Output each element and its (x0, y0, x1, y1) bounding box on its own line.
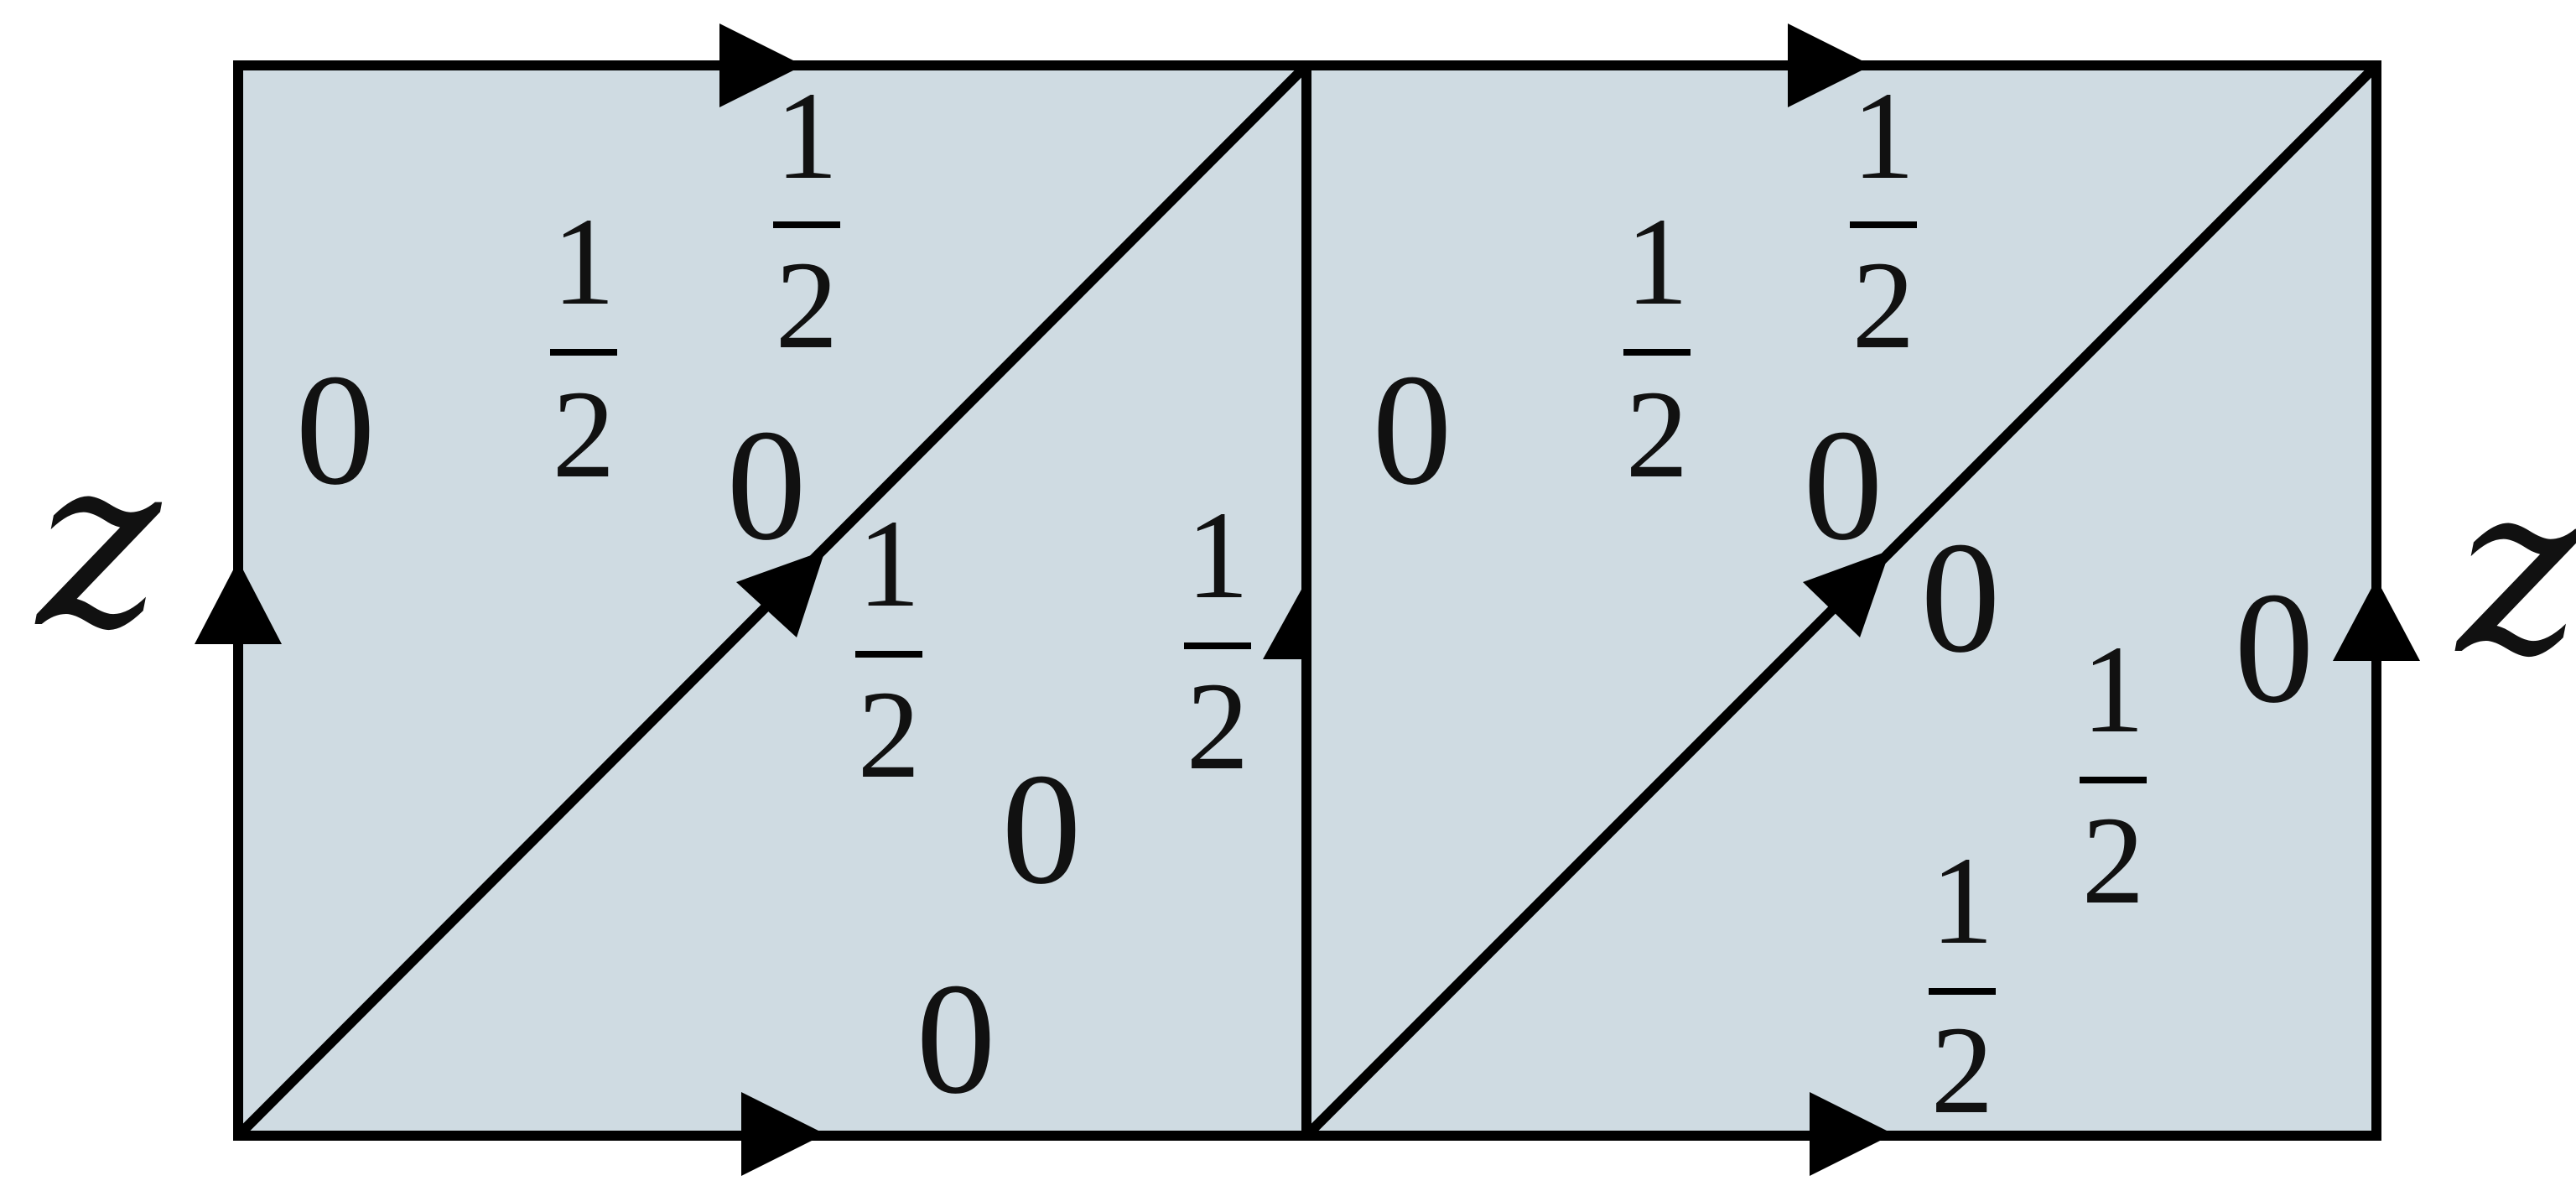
zero-label: 0 (1002, 741, 1082, 918)
half-label: 1 2 (1184, 486, 1251, 796)
zero-label: 0 (2235, 560, 2314, 736)
half-denominator: 2 (1626, 365, 1689, 504)
zero-label: 0 (1921, 510, 2001, 686)
half-numerator: 1 (1931, 831, 1994, 970)
top-right-arrow (1788, 23, 1872, 107)
right-diagonal-arrow (1803, 550, 1890, 637)
half-denominator: 2 (1187, 657, 1249, 796)
half-label: 1 2 (773, 66, 840, 375)
half-denominator: 2 (776, 236, 839, 375)
zero-label: 0 (296, 342, 376, 518)
right-edge-arrow (2333, 579, 2420, 661)
half-label: 1 2 (550, 192, 617, 504)
half-denominator: 2 (1931, 1001, 1994, 1140)
zero-label: 0 (1373, 342, 1452, 518)
half-denominator: 2 (858, 665, 921, 804)
half-numerator: 1 (1852, 66, 1915, 205)
bottom-right-arrow (1810, 1092, 1893, 1176)
side-label-right: z (2454, 434, 2576, 707)
bottom-left-arrow (741, 1092, 825, 1176)
zero-label: 0 (917, 951, 996, 1127)
half-label: 1 2 (1850, 66, 1917, 375)
half-denominator: 2 (553, 365, 615, 504)
half-numerator: 1 (1626, 192, 1689, 331)
half-numerator: 1 (1187, 486, 1249, 625)
middle-edge-arrow (1263, 580, 1306, 659)
top-left-arrow (719, 23, 803, 107)
half-numerator: 1 (858, 494, 921, 633)
side-label-left: z (34, 407, 166, 680)
half-denominator: 2 (1852, 236, 1915, 375)
half-label: 1 2 (1929, 831, 1996, 1140)
zero-label: 0 (1804, 398, 1883, 574)
left-edge-arrow (195, 560, 282, 644)
zero-labels: 0 0 0 0 0 0 0 0 (296, 342, 2314, 1127)
half-label: 1 2 (1623, 192, 1690, 504)
half-label: 1 2 (2080, 620, 2147, 930)
zero-label: 0 (727, 398, 807, 574)
half-numerator: 1 (553, 192, 615, 331)
half-numerator: 1 (2082, 620, 2145, 759)
left-diagonal-arrow (736, 550, 825, 637)
half-label: 1 2 (855, 494, 922, 804)
half-denominator: 2 (2082, 791, 2145, 930)
half-numerator: 1 (776, 66, 839, 205)
